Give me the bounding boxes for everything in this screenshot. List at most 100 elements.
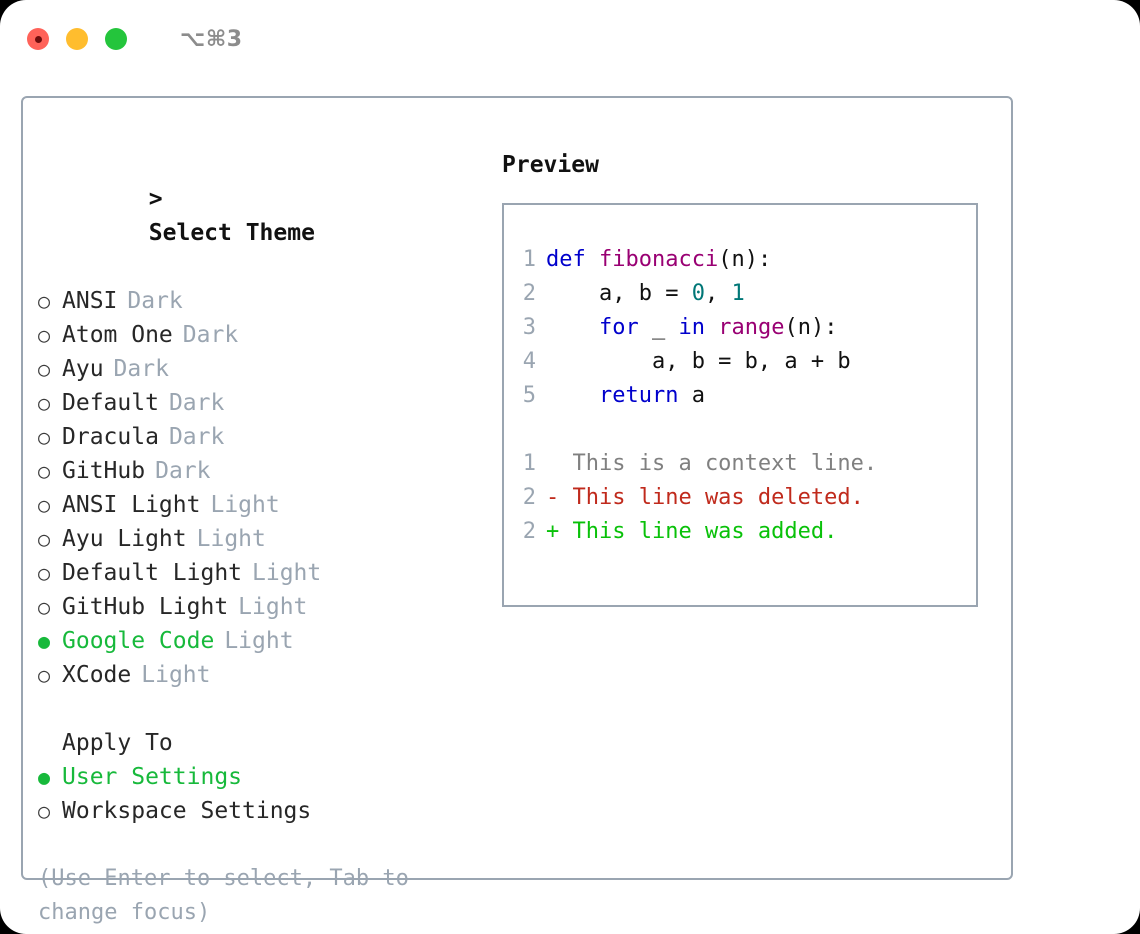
code-token-pl: a, b = — [546, 281, 692, 306]
radio-unselected-icon: ○ — [38, 425, 51, 449]
code-line-content: a, b = 0, 1 — [546, 277, 745, 311]
theme-option-label: Ayu — [62, 356, 104, 382]
theme-option-label: Default Light — [62, 560, 243, 586]
theme-option-tag: Dark — [168, 390, 225, 416]
line-number: 5 — [522, 383, 536, 408]
apply-to-marker-placeholder-icon: ○ — [38, 726, 62, 760]
theme-option-label: GitHub Light — [62, 594, 229, 620]
theme-option-label: ANSI — [62, 288, 118, 314]
line-number: 1 — [522, 247, 536, 272]
close-button-icon[interactable] — [27, 28, 49, 50]
line-number: 4 — [522, 349, 536, 374]
code-token-pl — [546, 315, 599, 340]
code-token-num: 0 — [691, 281, 705, 306]
theme-option-tag: Dark — [168, 424, 225, 450]
line-number: 2 — [522, 519, 536, 544]
apply-to-option-label: User Settings — [62, 764, 243, 790]
code-line: 2 a, b = 0, 1 — [504, 277, 976, 311]
apply-to-option-user-settings[interactable]: ● User Settings — [38, 760, 488, 794]
theme-option-google-code[interactable]: ● Google Code Light — [38, 624, 488, 658]
diff-line-ctx: 1 This is a context line. — [504, 447, 976, 481]
radio-unselected-icon: ○ — [38, 799, 51, 823]
code-line: 5 return a — [504, 379, 976, 413]
code-token-kw: def — [546, 247, 599, 272]
theme-option-label: Atom One — [62, 322, 173, 348]
diff-line-content: - This line was deleted. — [546, 485, 864, 510]
radio-unselected-icon: ○ — [38, 595, 51, 619]
line-number: 3 — [522, 315, 536, 340]
code-line: 4 a, b = b, a + b — [504, 345, 976, 379]
select-theme-heading: > Select Theme — [38, 148, 488, 284]
theme-option-label: XCode — [62, 662, 132, 688]
theme-option-label: ANSI Light — [62, 492, 201, 518]
line-number: 1 — [522, 451, 536, 476]
radio-selected-icon: ● — [38, 765, 51, 789]
theme-option-tag: Dark — [182, 322, 239, 348]
theme-option-label: Google Code — [62, 628, 215, 654]
radio-selected-icon: ● — [38, 629, 51, 653]
traffic-lights — [27, 28, 127, 50]
code-token-fn: range — [718, 315, 785, 340]
apply-to-label: Apply To — [62, 730, 173, 756]
theme-option-label: GitHub — [62, 458, 146, 484]
line-number: 2 — [522, 281, 536, 306]
code-token-kw: for — [598, 315, 639, 340]
list-gap-spacer — [38, 692, 488, 726]
code-line-content: def fibonacci(n): — [546, 243, 771, 277]
code-token-pl: _ — [638, 315, 679, 340]
keyboard-hint-text: (Use Enter to select, Tab to change focu… — [38, 866, 409, 925]
theme-option-tag: Light — [196, 526, 266, 552]
code-token-pl — [705, 315, 718, 340]
theme-option-tag: Dark — [155, 458, 211, 484]
radio-unselected-icon: ○ — [38, 391, 51, 415]
diff-line-content: This is a context line. — [546, 451, 878, 476]
code-token-pl: (n): — [718, 247, 772, 272]
maximize-button-icon[interactable] — [105, 28, 127, 50]
code-token-kw: return — [598, 383, 679, 408]
apply-to-list: ● User Settings ○Workspace Settings — [38, 760, 488, 828]
theme-option-tag: Light — [210, 492, 280, 518]
keyboard-shortcut-label: ⌥⌘3 — [180, 26, 243, 52]
code-token-pl: (n): — [784, 315, 838, 340]
diff-line-del: 2- This line was deleted. — [504, 481, 976, 515]
code-line-content: a, b = b, a + b — [546, 345, 851, 379]
code-line: 3 for _ in range(n): — [504, 311, 976, 345]
code-line: 1 def fibonacci(n): — [504, 243, 976, 277]
title-bar: ⌥⌘3 — [0, 0, 1140, 78]
radio-unselected-icon: ○ — [38, 527, 51, 551]
theme-option-label: Ayu Light — [62, 526, 187, 552]
theme-option-github[interactable]: ○ GitHub Dark — [38, 454, 488, 488]
radio-unselected-icon: ○ — [38, 357, 51, 381]
theme-option-tag: Light — [141, 662, 211, 688]
code-line-content: return a — [546, 379, 705, 413]
radio-unselected-icon: ○ — [38, 459, 51, 483]
code-diff-spacer — [504, 413, 976, 447]
code-token-pl: a, b = b, a + b — [546, 349, 851, 374]
theme-option-ayu-light[interactable]: ○ Ayu Light Light — [38, 522, 488, 556]
code-token-pl: , — [704, 281, 732, 306]
theme-option-tag: Light — [224, 628, 294, 654]
diff-sample: 1 This is a context line.2- This line wa… — [504, 447, 976, 549]
apply-to-option-workspace-settings[interactable]: ○Workspace Settings — [38, 794, 488, 828]
caret-icon: > — [148, 186, 163, 212]
preview-heading: Preview — [502, 152, 599, 178]
minimize-button-icon[interactable] — [66, 28, 88, 50]
radio-unselected-icon: ○ — [38, 289, 51, 313]
code-token-kw: in — [678, 315, 705, 340]
